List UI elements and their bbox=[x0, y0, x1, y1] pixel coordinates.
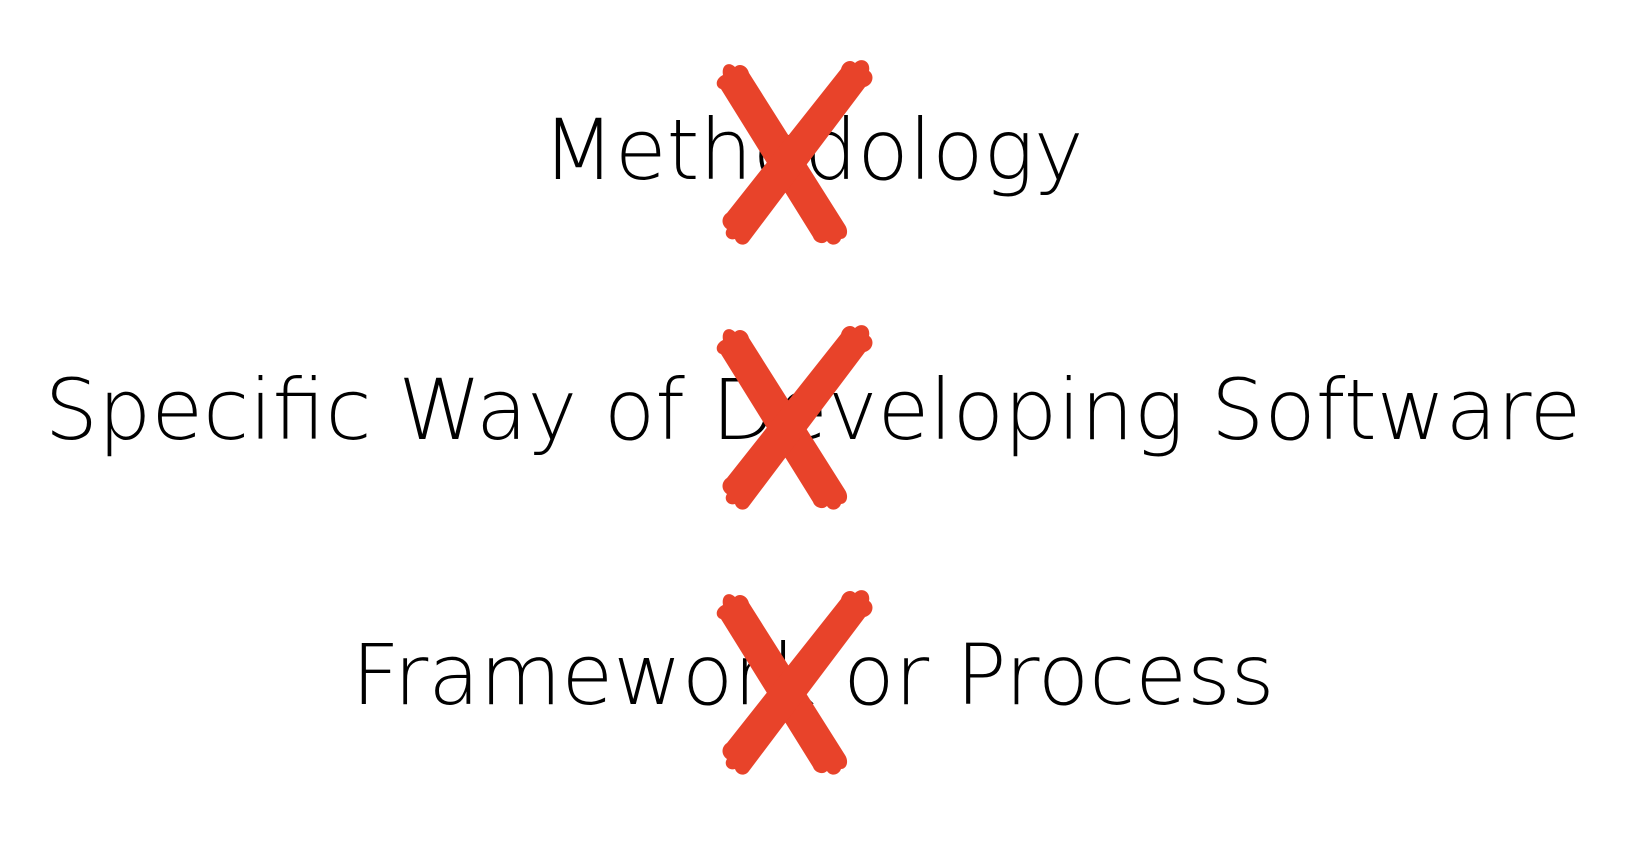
red-x-icon bbox=[716, 325, 873, 510]
red-x-icon bbox=[716, 590, 873, 775]
red-x-icon bbox=[716, 60, 873, 245]
